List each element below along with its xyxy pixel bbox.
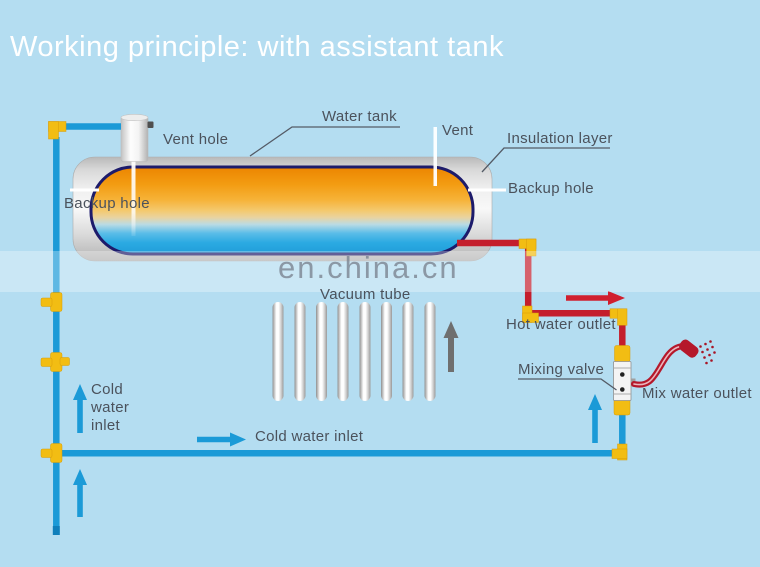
cold-inlet-right-arrow	[197, 432, 246, 447]
pipe-end-cap	[52, 526, 60, 535]
insulation-layer-leader	[481, 147, 610, 173]
tee-stub	[40, 357, 53, 367]
tee-stub	[40, 297, 53, 307]
elbow-fitting	[522, 312, 539, 323]
hot-water-pipes	[457, 239, 626, 348]
cold-flow-arrows	[73, 384, 602, 517]
label-mixing-valve: Mixing valve	[518, 361, 605, 378]
label-hot-water-outlet: Hot water outlet	[506, 316, 616, 333]
vacuum-tube	[294, 302, 306, 401]
water-tank-body	[89, 165, 475, 256]
valve-feed-up-arrow	[588, 394, 602, 443]
mixing-valve-housing	[613, 361, 632, 401]
label-insulation-layer: Insulation layer	[507, 130, 613, 147]
water-tank-leader	[249, 126, 400, 157]
cold-inlet-up-arrow	[73, 469, 87, 517]
shower-spray	[699, 340, 716, 365]
shower-head	[679, 339, 699, 358]
shower-head-body	[679, 339, 699, 358]
watermark-text: en.china.cn	[278, 250, 459, 285]
vacuum-tube	[402, 302, 414, 401]
valve-bottom-coupling	[613, 398, 631, 416]
tee-stub	[40, 448, 53, 458]
vacuum-tube	[359, 302, 371, 401]
vacuum-tube	[424, 302, 436, 401]
assistant-tank-fitting	[147, 121, 154, 128]
backup-hole-mark-left	[70, 188, 99, 192]
label-cold-water-inlet-bottom: Cold water inlet	[255, 428, 364, 445]
mixing-valve-leader	[518, 378, 617, 391]
vacuum-tube-array	[272, 302, 436, 401]
page-title: Working principle: with assistant tank	[10, 31, 504, 63]
valve-top-coupling	[614, 345, 631, 362]
vacuum-tube	[337, 302, 349, 401]
assistant-tank-top	[120, 114, 149, 122]
vacuum-tube	[381, 302, 392, 401]
valve-screw	[620, 387, 625, 392]
label-vent: Vent	[442, 122, 474, 139]
valve-screw	[620, 372, 625, 377]
shower-hose-highlight	[633, 345, 691, 386]
vacuum-tube	[272, 302, 284, 401]
label-mix-water-outlet: Mix water outlet	[642, 385, 752, 402]
cold-inlet-up-arrow	[73, 384, 87, 433]
label-backup-hole-left: Backup hole	[64, 195, 150, 212]
leader-lines	[249, 126, 617, 391]
thermosiphon-up-arrow	[443, 321, 459, 372]
pipe-fittings	[40, 121, 631, 463]
label-water-tank: Water tank	[322, 108, 397, 125]
tee-stub	[59, 357, 70, 366]
label-cold-water-inlet-left: Cold water inlet	[91, 381, 130, 434]
vent-hole-pipe	[131, 158, 136, 236]
elbow-fitting	[48, 121, 59, 140]
elbow-fitting	[617, 308, 628, 326]
watermark-band	[0, 251, 760, 292]
vacuum-tube	[316, 302, 327, 401]
assistant-tank-cylinder	[120, 116, 149, 162]
mixing-valve-body	[613, 361, 636, 401]
backup-hole-mark-right	[468, 188, 506, 192]
elbow-fitting	[611, 448, 628, 459]
vent-pipe	[433, 127, 437, 186]
hot-flow-right-arrow	[566, 291, 625, 305]
label-vacuum-tube: Vacuum tube	[320, 286, 411, 303]
label-vent-hole: Vent hole	[163, 131, 229, 148]
elbow-fitting	[526, 238, 537, 257]
label-backup-hole-right: Backup hole	[508, 180, 594, 197]
cold-water-pipes	[53, 123, 626, 533]
